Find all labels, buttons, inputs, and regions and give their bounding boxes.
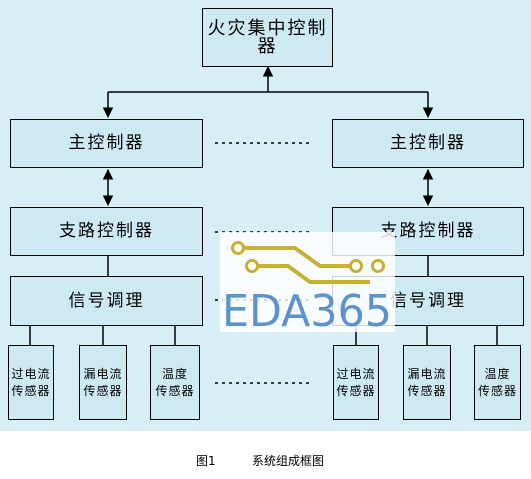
right-leakage-sensor-label: 漏电流 传感器 xyxy=(407,366,447,398)
right-overcurrent-sensor-label: 过电流 传感器 xyxy=(336,366,376,398)
right-temperature-sensor-label: 温度 传感器 xyxy=(477,366,517,398)
left-signal-conditioning-box: 信号调理 xyxy=(10,276,203,326)
left-branch-controller-box: 支路控制器 xyxy=(10,207,203,256)
left-branch-controller-label: 支路控制器 xyxy=(59,221,154,241)
left-overcurrent-sensor-box: 过电流 传感器 xyxy=(8,345,54,420)
right-main-controller-box: 主控制器 xyxy=(332,119,524,168)
left-signal-conditioning-label: 信号调理 xyxy=(68,290,145,311)
right-overcurrent-sensor-box: 过电流 传感器 xyxy=(333,345,379,420)
right-branch-controller-label: 支路控制器 xyxy=(380,221,476,241)
watermark-text: EDA365 xyxy=(222,286,392,332)
left-temperature-sensor-label: 温度 传感器 xyxy=(155,366,195,398)
fire-central-controller-box: 火灾集中控制器 xyxy=(202,8,333,67)
eda365-watermark-logo: EDA365 xyxy=(220,232,395,332)
figure-number: 图1 xyxy=(196,454,216,468)
left-main-controller-box: 主控制器 xyxy=(10,119,203,168)
right-temperature-sensor-box: 温度 传感器 xyxy=(474,345,521,420)
left-leakage-sensor-label: 漏电流 传感器 xyxy=(83,366,123,398)
circuit-trace-icon xyxy=(238,246,370,284)
right-leakage-sensor-box: 漏电流 传感器 xyxy=(403,345,451,420)
left-leakage-sensor-box: 漏电流 传感器 xyxy=(79,345,127,420)
figure-title: 系统组成框图 xyxy=(252,454,325,468)
right-signal-conditioning-label: 信号调理 xyxy=(390,290,466,311)
left-overcurrent-sensor-label: 过电流 传感器 xyxy=(11,366,51,398)
right-branch-controller-box: 支路控制器 xyxy=(332,207,524,256)
fire-central-controller-label: 火灾集中控制器 xyxy=(207,17,328,57)
left-main-controller-label: 主控制器 xyxy=(68,133,145,153)
left-temperature-sensor-box: 温度 传感器 xyxy=(150,345,200,420)
circuit-pads-icon xyxy=(231,241,385,273)
right-main-controller-label: 主控制器 xyxy=(390,133,466,153)
